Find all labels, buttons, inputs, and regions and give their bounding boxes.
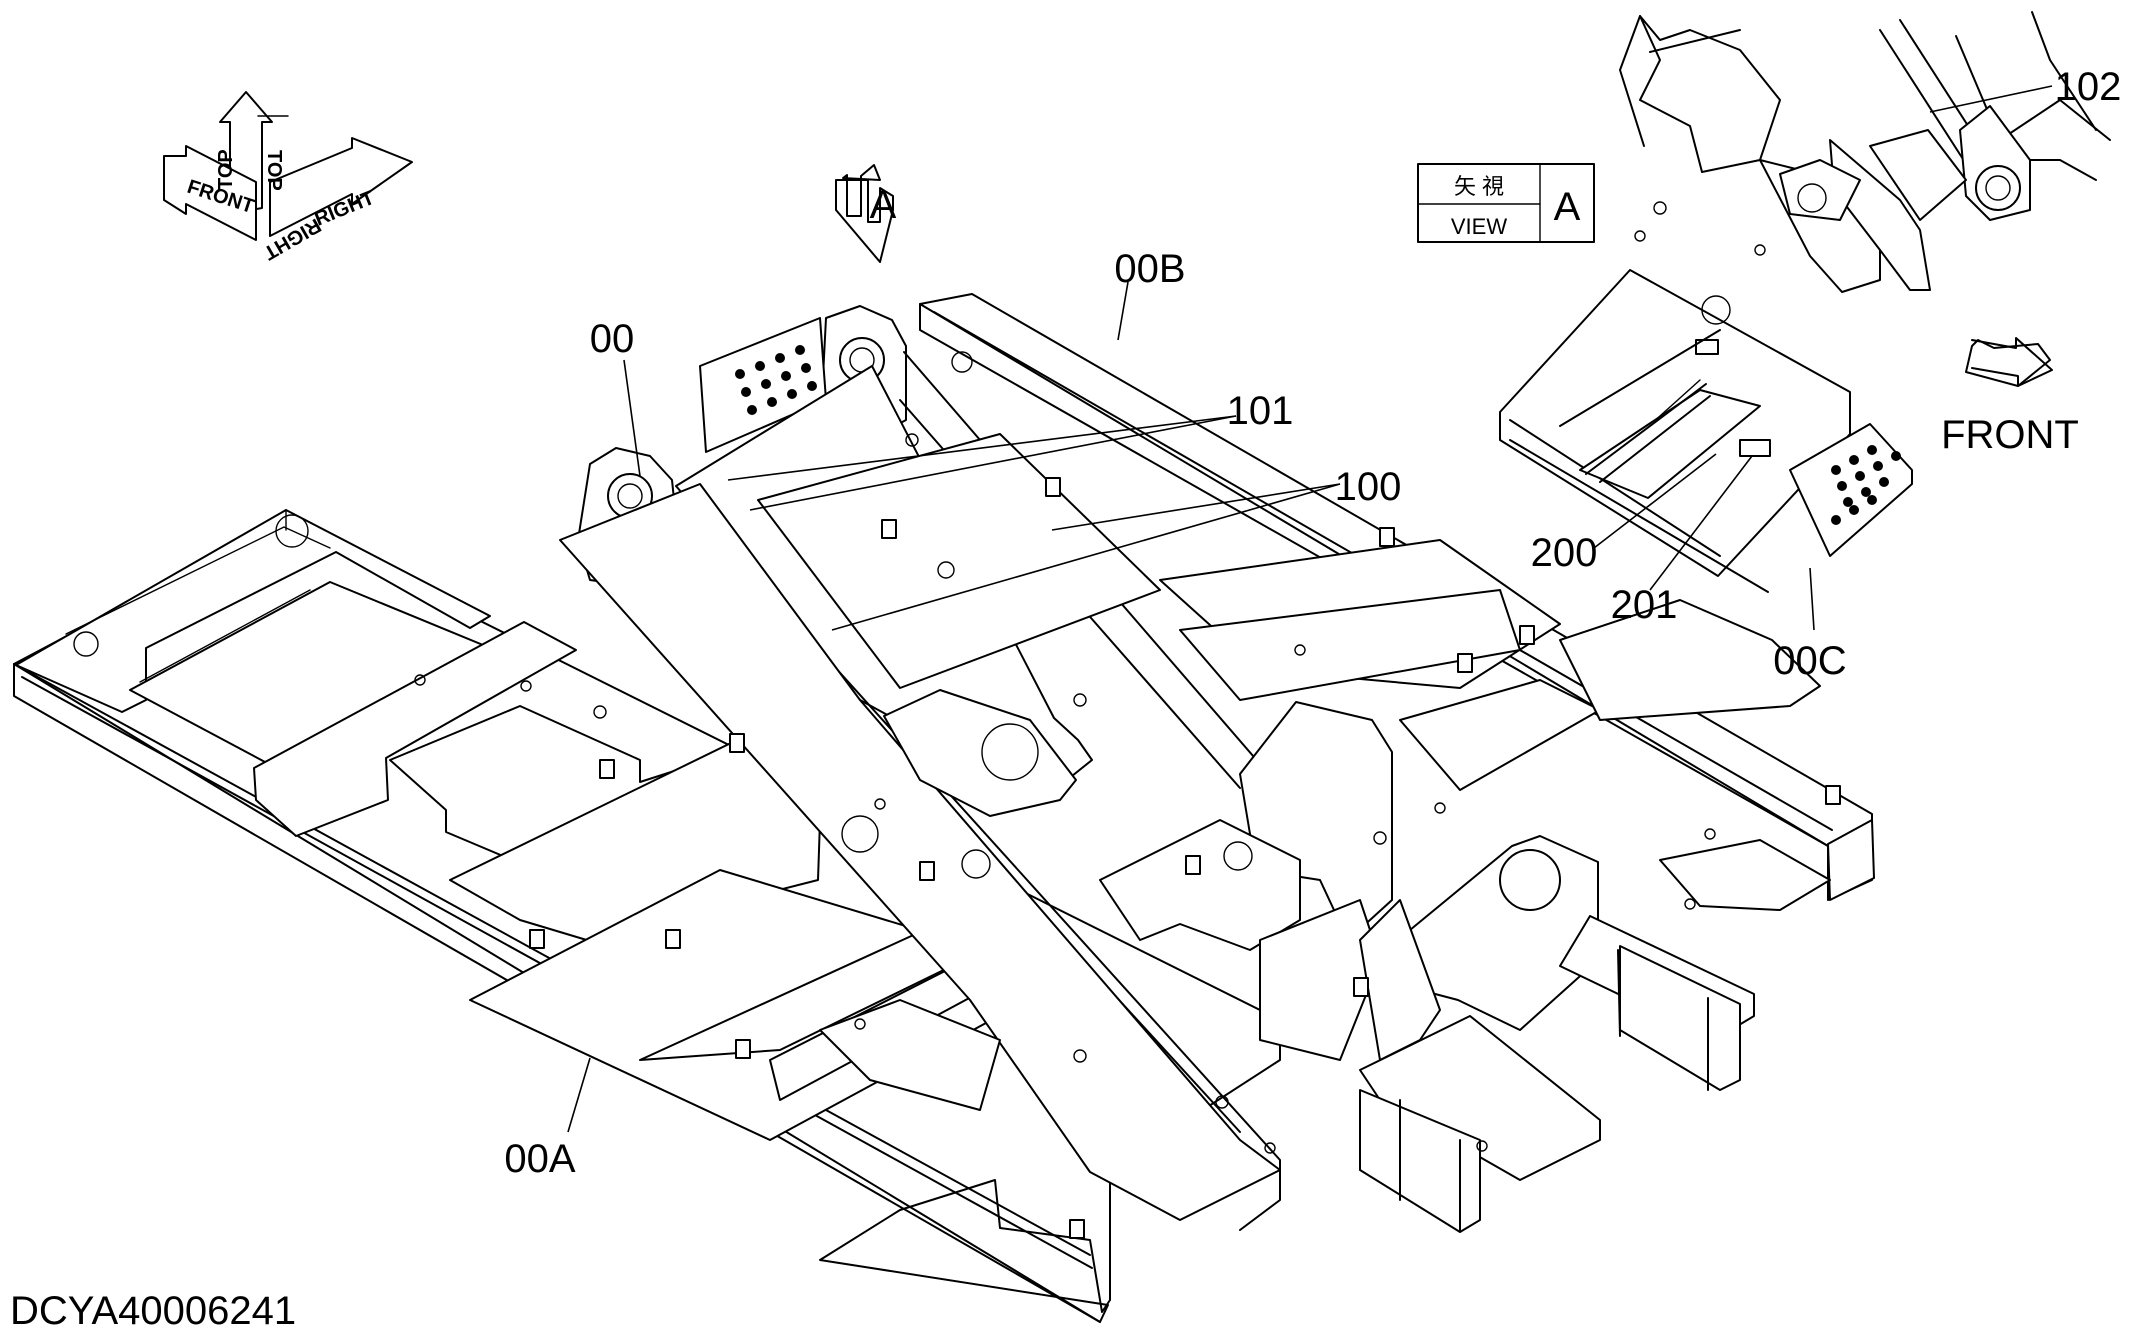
callout-leaders: [567, 85, 2053, 1133]
view-box-jp: 矢 視: [1454, 174, 1504, 199]
front-direction: FRONT: [1941, 337, 2079, 457]
callout-00B: 00B: [1114, 247, 1185, 291]
callout-200: 200: [1531, 531, 1598, 575]
view-a-arrow: A: [835, 164, 897, 263]
step-plate-holes-inset: [1831, 445, 1901, 525]
step-plate-holes-upper: [735, 345, 817, 415]
frame-brackets: [529, 477, 1841, 1239]
document-id: DCYA40006241: [10, 1289, 296, 1333]
callout-101: 101: [1227, 389, 1294, 433]
inset-view-a: [1499, 11, 2111, 593]
orientation-label-top-2: TOP: [215, 149, 237, 190]
callout-00C: 00C: [1773, 639, 1846, 683]
view-box-letter: A: [1554, 185, 1581, 229]
front-label: FRONT: [1941, 413, 2079, 457]
callout-201: 201: [1611, 583, 1678, 627]
callout-00A: 00A: [504, 1137, 575, 1181]
orientation-glyph: TOP FRONT RIGHT TOP RIGHT: [163, 91, 413, 264]
view-a-label-box: 矢 視 VIEW A: [1417, 163, 1595, 243]
callout-100: 100: [1335, 465, 1402, 509]
callout-00: 00: [590, 317, 635, 361]
orientation-label-top-1: TOP: [263, 150, 285, 191]
frame-holes: [414, 351, 1716, 1154]
callout-102: 102: [2055, 65, 2122, 109]
main-frame-assembly: [13, 293, 1875, 1323]
view-a-letter: A: [870, 183, 897, 227]
view-box-en: VIEW: [1451, 214, 1507, 239]
